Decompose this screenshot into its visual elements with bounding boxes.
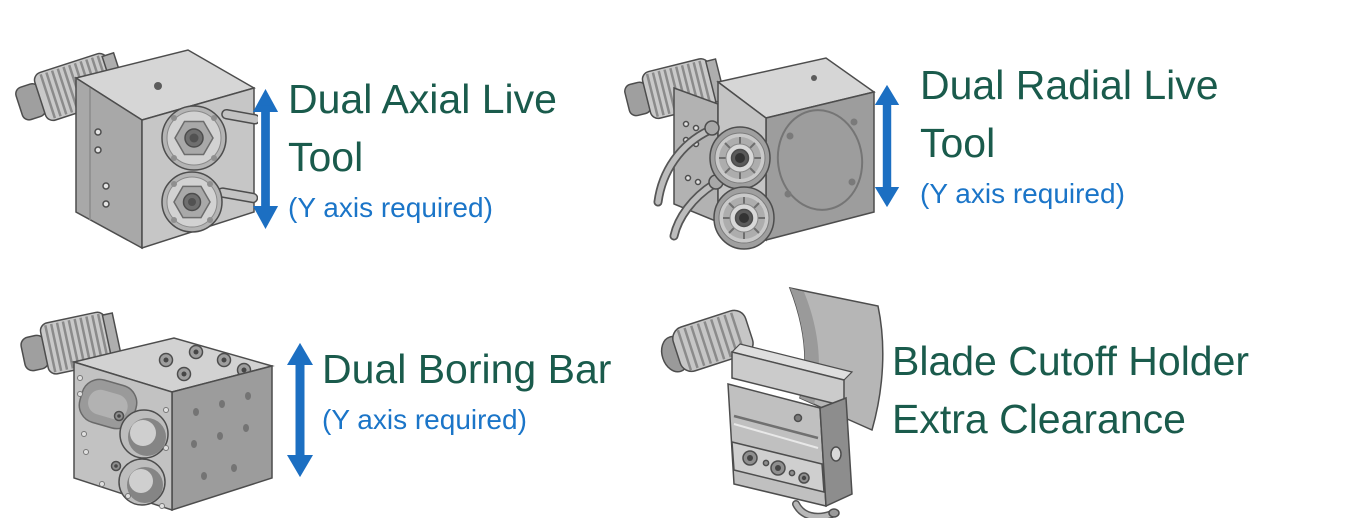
caption-dual-boring-bar: Dual Boring Bar (Y axis required) xyxy=(322,340,611,438)
dual-radial-live-tool-render xyxy=(624,57,876,250)
dual-axial-live-tool-render xyxy=(15,49,258,250)
item-subtitle: (Y axis required) xyxy=(920,178,1125,209)
dual-boring-bar-image xyxy=(16,282,288,518)
item-subtitle: (Y axis required) xyxy=(288,192,493,223)
caption-dual-axial-live-tool: Dual Axial Live Tool (Y axis required) xyxy=(288,70,557,226)
dual-boring-bar-render xyxy=(20,311,275,512)
caption-blade-cutoff-holder: Blade Cutoff Holder Extra Clearance xyxy=(892,332,1249,448)
blade-cutoff-holder-image xyxy=(648,266,896,518)
item-title: Dual Radial Live Tool xyxy=(920,62,1219,166)
item-title: Dual Boring Bar xyxy=(322,346,612,392)
caption-dual-radial-live-tool: Dual Radial Live Tool (Y axis required) xyxy=(920,56,1219,212)
item-subtitle: (Y axis required) xyxy=(322,404,527,435)
y-axis-double-arrow-icon xyxy=(252,88,279,230)
item-title: Blade Cutoff Holder Extra Clearance xyxy=(892,338,1250,442)
y-axis-double-arrow-icon xyxy=(287,342,313,478)
item-title: Dual Axial Live Tool xyxy=(288,76,557,180)
y-axis-double-arrow-icon xyxy=(874,84,900,208)
dual-axial-live-tool-image xyxy=(6,14,258,256)
dual-radial-live-tool-image xyxy=(618,26,876,264)
blade-cutoff-holder-render xyxy=(660,286,884,518)
